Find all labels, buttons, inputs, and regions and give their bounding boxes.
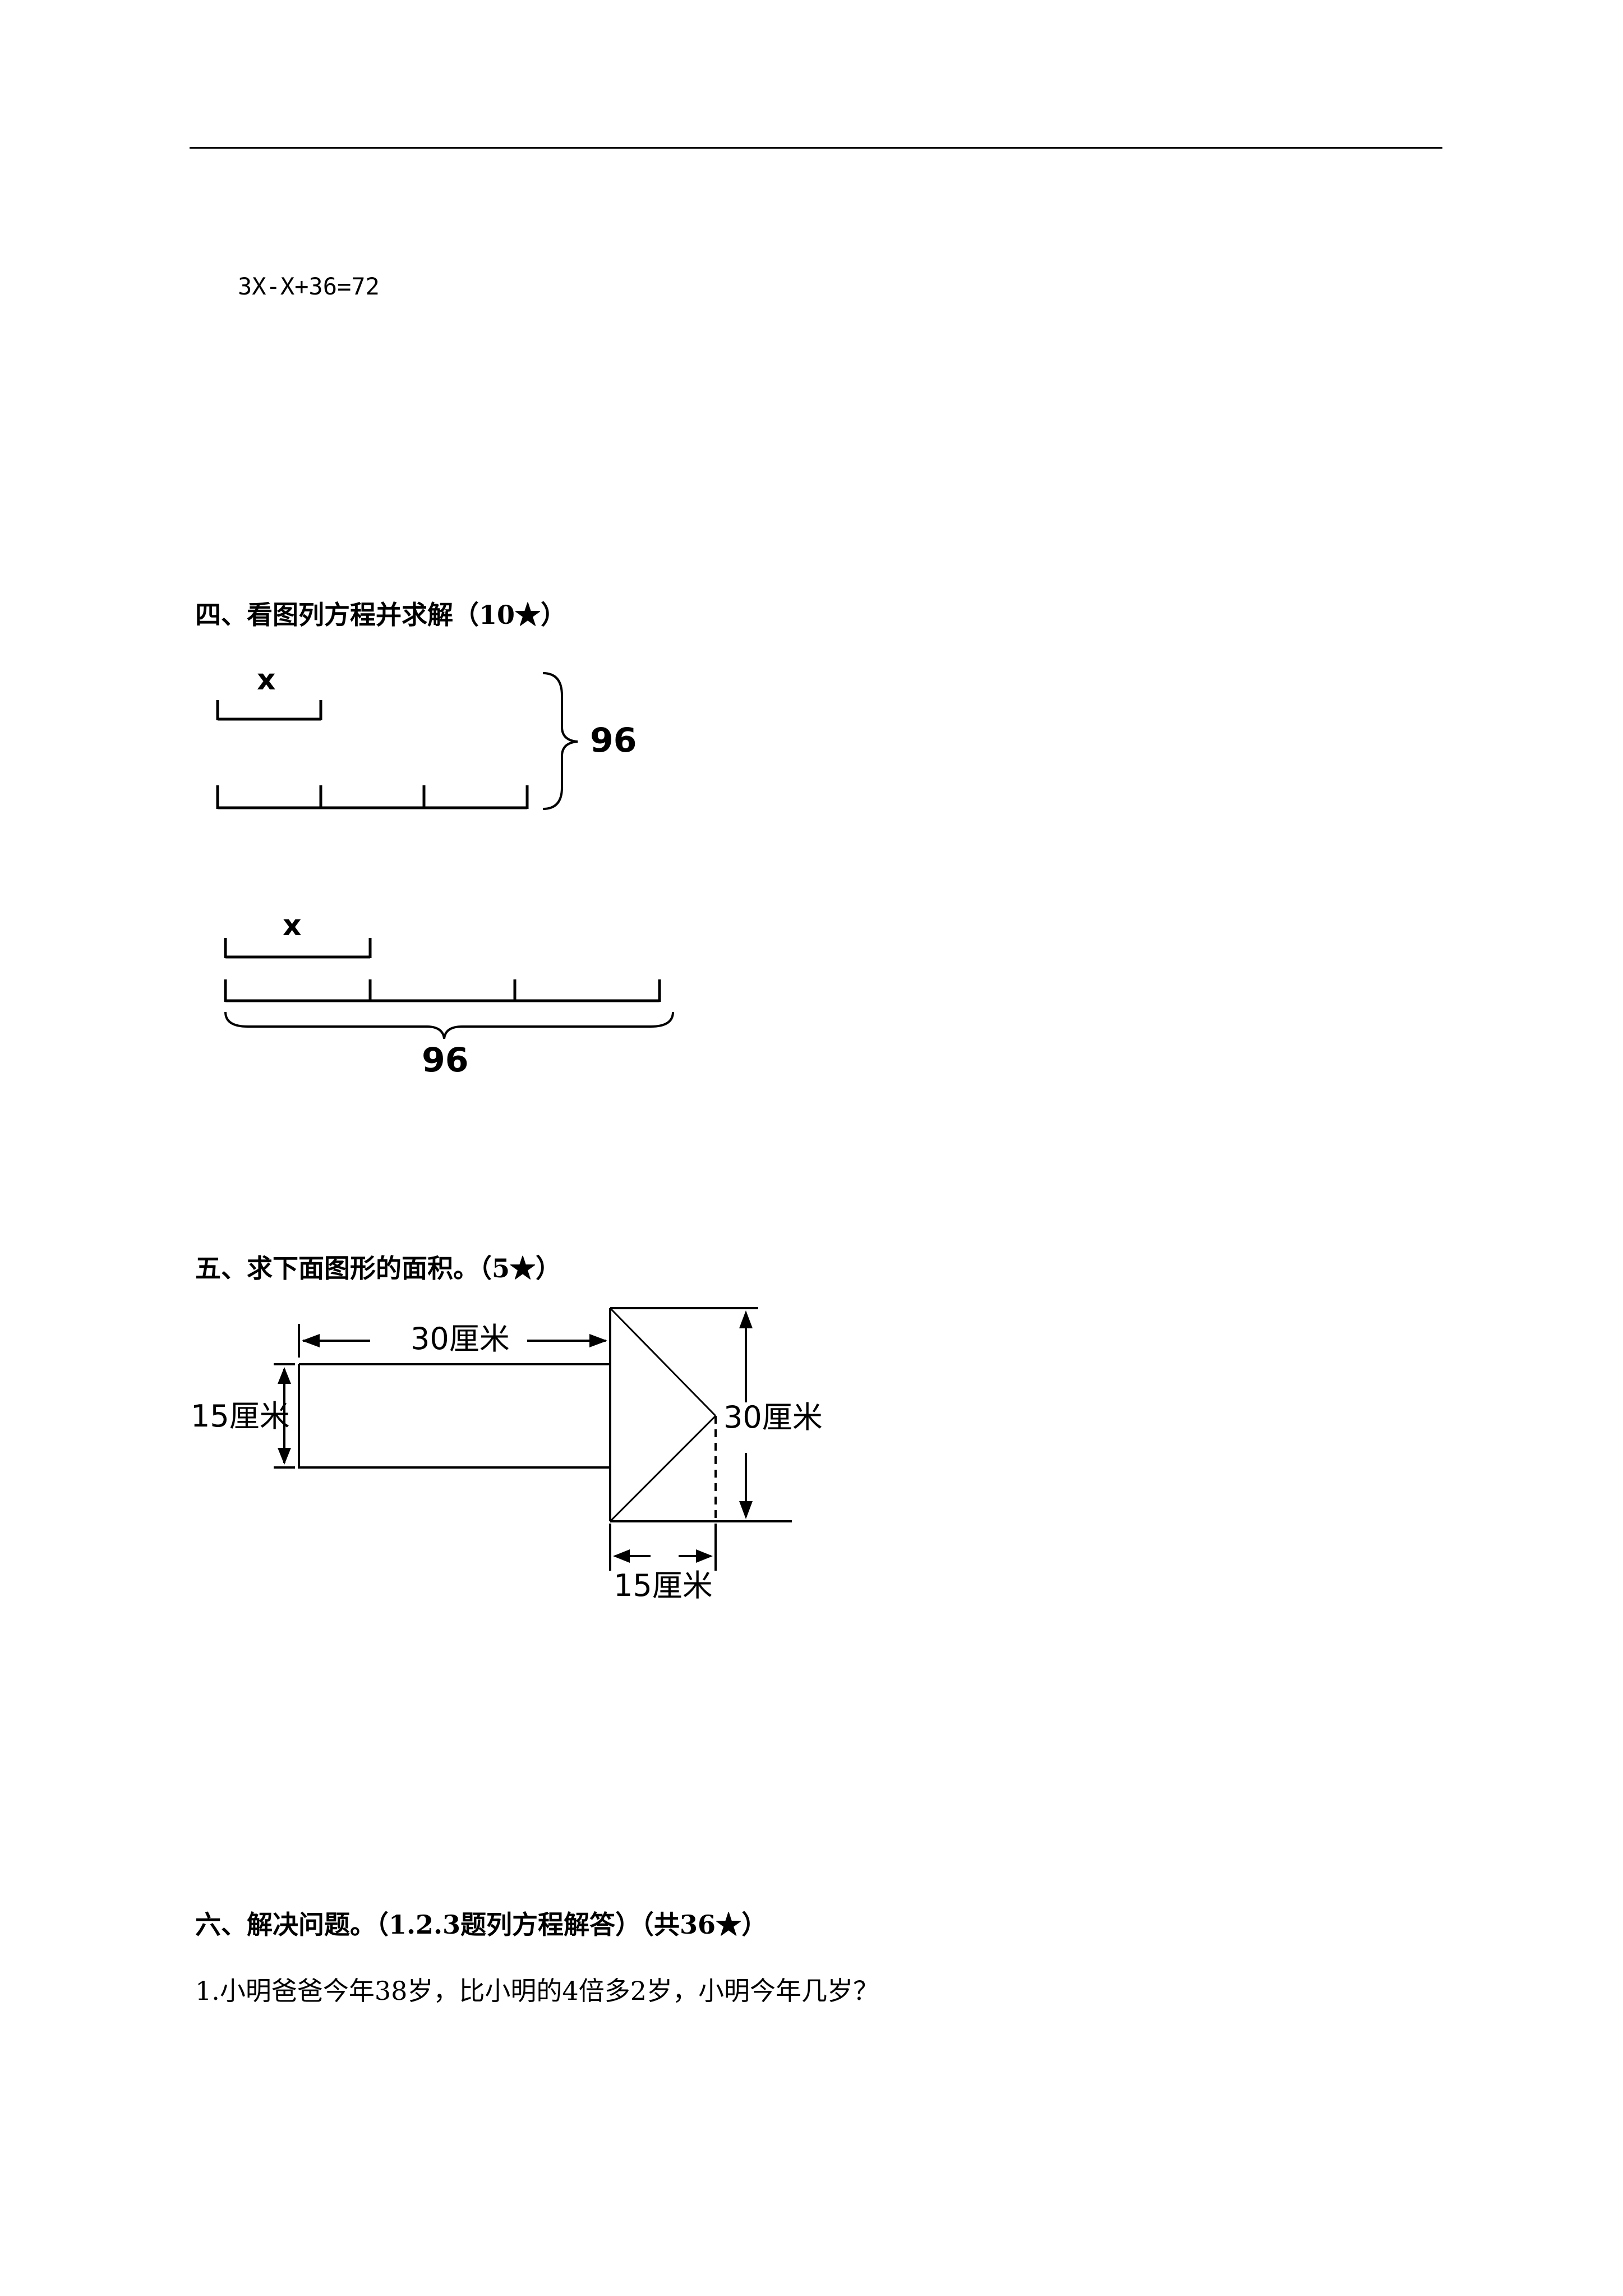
right-height-label: 30厘米 <box>723 1400 823 1435</box>
fig2-total-label: 96 <box>422 1041 469 1080</box>
fig2-unknown-label: x <box>283 909 302 942</box>
equation-item: 3X-X+36=72 <box>238 273 380 300</box>
header-rule <box>190 147 1442 149</box>
fig1-total-label: 96 <box>590 721 637 760</box>
section4-heading: 四、看图列方程并求解（10★） <box>195 600 567 630</box>
section5-heading: 五、求下面图形的面积。（5★） <box>195 1253 562 1283</box>
fig1-brace <box>542 672 578 810</box>
fig2-brace <box>224 1011 674 1039</box>
section6-heading: 六、解决问题。（1.2.3题列方程解答）（共36★） <box>195 1910 768 1940</box>
left-height-label: 15厘米 <box>191 1398 290 1434</box>
fig1-unknown-label: x <box>257 663 276 697</box>
top-length-label: 30厘米 <box>411 1321 510 1356</box>
bottom-width-label: 15厘米 <box>614 1568 713 1603</box>
question-1: 1.小明爸爸今年38岁，比小明的4倍多2岁，小明今年几岁？ <box>195 1976 879 2006</box>
